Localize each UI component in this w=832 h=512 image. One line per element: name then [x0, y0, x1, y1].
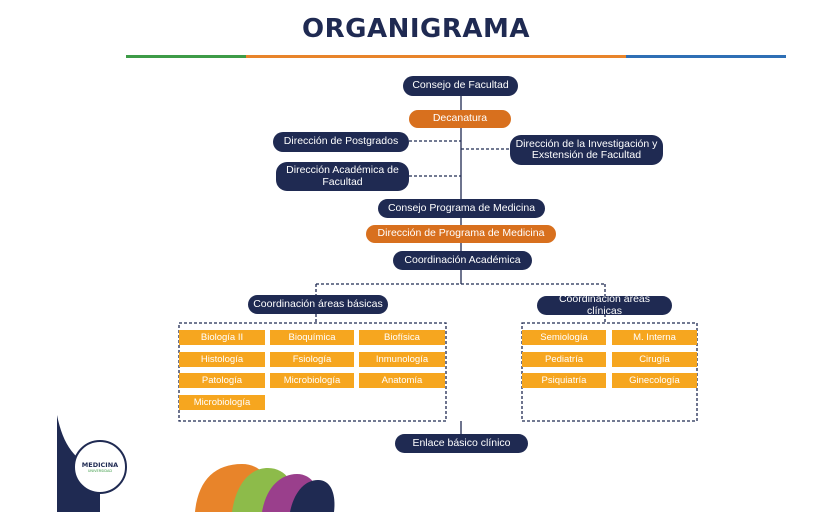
basic-areas-frame — [178, 322, 447, 422]
area-box: Semiología — [522, 330, 606, 345]
node-direccion-programa: Dirección de Programa de Medicina — [366, 225, 556, 243]
area-box: Biofísica — [359, 330, 445, 345]
page-title: ORGANIGRAMA — [302, 14, 530, 44]
clinical-areas-frame — [521, 322, 698, 422]
node-coordinacion-academica: Coordinación Académica — [393, 251, 532, 270]
area-box: Bioquímica — [270, 330, 354, 345]
medicina-logo: MEDICINA UNIVERSIDAD — [73, 440, 127, 494]
node-direccion-academica: Dirección Académica de Facultad — [276, 162, 409, 191]
title-divider-orange — [246, 55, 626, 58]
node-consejo-facultad: Consejo de Facultad — [403, 76, 518, 96]
logo-title: MEDICINA — [81, 461, 119, 469]
area-box: Biología II — [179, 330, 265, 345]
area-box: Microbiología — [270, 373, 354, 388]
node-coordinacion-clinicas: Coordinación áreas clínicas — [537, 293, 672, 316]
area-box: Pediatría — [522, 352, 606, 367]
area-box: Ginecología — [612, 373, 697, 388]
area-box: Psiquiatría — [522, 373, 606, 388]
node-coordinacion-basicas: Coordinación áreas básicas — [248, 295, 388, 314]
node-direccion-postgrados: Dirección de Postgrados — [273, 132, 409, 152]
node-enlace-basico-clinico: Enlace básico clínico — [395, 434, 528, 453]
logo-subtitle: UNIVERSIDAD — [87, 469, 113, 473]
area-box: Microbiología — [179, 395, 265, 410]
title-divider-green — [126, 55, 246, 58]
area-box: Anatomía — [359, 373, 445, 388]
title-divider-blue — [626, 55, 786, 58]
node-consejo-programa: Consejo Programa de Medicina — [378, 199, 545, 218]
area-box: Patología — [179, 373, 265, 388]
area-box: M. Interna — [612, 330, 697, 345]
area-box: Fsiología — [270, 352, 354, 367]
area-box: Inmunología — [359, 352, 445, 367]
node-direccion-investigacion: Dirección de la Investigación y Exstensi… — [510, 135, 663, 165]
area-box: Histología — [179, 352, 265, 367]
node-decanatura: Decanatura — [409, 110, 511, 128]
area-box: Cirugía — [612, 352, 697, 367]
